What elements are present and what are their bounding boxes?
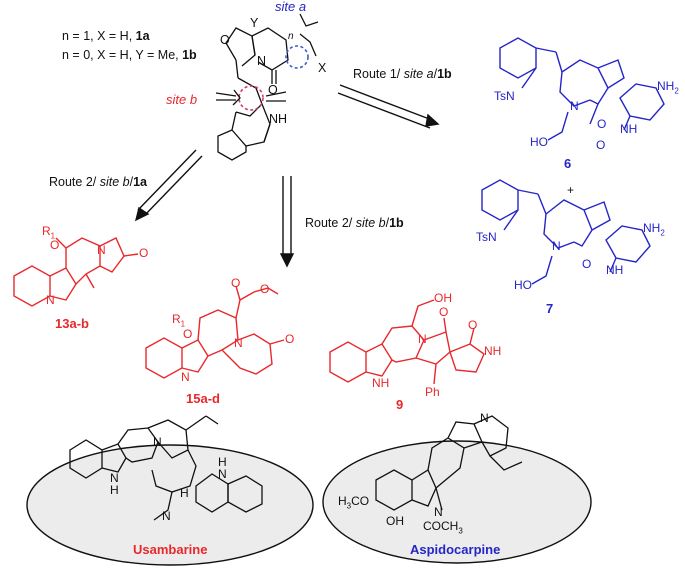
compound-label-1b: 1b <box>182 48 197 62</box>
c15-N-ring: N <box>234 336 243 350</box>
compound-13 <box>13 237 139 307</box>
usambarine-oval <box>26 444 314 566</box>
c7-N: N <box>552 239 561 253</box>
compound-9 <box>329 299 485 385</box>
condition-n0: n = 0, X = H, Y = Me, 1b <box>62 48 197 62</box>
atom-O-ring: O <box>220 33 230 47</box>
usam-H: H <box>180 486 189 500</box>
c13-O-carbonyl: O <box>139 246 149 260</box>
aspido-N-acyl: N <box>434 505 443 519</box>
route-2b-label: Route 2/ site b/1b <box>305 216 404 230</box>
compound-15-label: 15a-d <box>186 391 220 406</box>
usam-N-ring: N <box>153 435 162 449</box>
aspido-N-ring: N <box>480 411 489 425</box>
c15-O-ester1: O <box>231 276 241 290</box>
starting-material <box>217 13 319 161</box>
c9-OH: OH <box>434 291 452 305</box>
atom-n: n <box>288 31 294 42</box>
c7-TsN: TsN <box>476 230 497 244</box>
compound-label-1a: 1a <box>135 29 150 43</box>
site-a-label: site a <box>275 0 307 14</box>
c6-HO: HO <box>530 135 548 149</box>
c15-N-imine: N <box>181 370 190 384</box>
aspidocarpine-label: Aspidocarpine <box>410 542 501 557</box>
c9-NH-lactam: NH <box>484 344 502 358</box>
c9-O-carbonyl: O <box>439 305 449 319</box>
site-b-label: site b <box>166 92 198 107</box>
c15-O: O <box>183 327 193 341</box>
atom-N-start: N <box>257 54 267 68</box>
c13-N-imine: N <box>46 293 55 307</box>
c6-NH: NH <box>620 122 638 136</box>
c15-R1: R1 <box>172 312 186 329</box>
c7-NH2: NH2 <box>643 221 665 238</box>
c15-O-ester2: O <box>260 282 270 296</box>
compound-13-label: 13a-b <box>55 316 89 331</box>
usambarine-label: Usambarine <box>133 542 208 557</box>
aspido-OH: OH <box>386 514 404 528</box>
c6-TsN: TsN <box>494 89 515 103</box>
compound-9-label: 9 <box>396 397 404 412</box>
c6-O1: O <box>597 117 607 131</box>
compound-7-label: 7 <box>546 301 554 316</box>
aspido-H3CO: H3CO <box>338 494 370 511</box>
c13-N-ring: N <box>97 243 106 257</box>
atom-Y: Y <box>250 16 259 30</box>
aspido-COCH3: COCH3 <box>423 519 463 536</box>
atom-O-carbonyl: O <box>268 83 278 97</box>
c6-N: N <box>570 99 579 113</box>
atom-X: X <box>318 61 327 75</box>
route-2a-label: Route 2/ site b/1a <box>49 175 148 189</box>
c6-O2: O <box>596 138 606 152</box>
aspidocarpine-structure <box>375 415 523 511</box>
route-arrows <box>134 84 440 268</box>
c13-R1: R1 <box>42 224 56 241</box>
compound-15 <box>145 285 285 379</box>
site-b-circle <box>238 85 264 111</box>
c9-Ph: Ph <box>425 385 440 399</box>
site-a-circle <box>285 45 309 69</box>
compound-6 <box>499 37 665 141</box>
condition-n1: n = 1, X = H, 1a <box>62 29 150 43</box>
c7-HO: HO <box>514 278 532 292</box>
c7-O1: O <box>582 257 592 271</box>
plus-sign: + <box>567 183 575 197</box>
atom-NH-indole: NH <box>269 112 288 126</box>
c9-N-ring: N <box>418 332 427 346</box>
c7-NH: NH <box>606 263 624 277</box>
usam-N-methyl: N <box>162 509 171 523</box>
c9-NH-indole: NH <box>372 376 390 390</box>
c6-NH2: NH2 <box>657 79 679 96</box>
usambarine-structure <box>69 415 263 521</box>
c13-O: O <box>50 238 60 252</box>
compound-6-label: 6 <box>564 156 572 171</box>
route-1-label: Route 1/ site a/1b <box>353 67 452 81</box>
c9-O-lactam: O <box>468 318 478 332</box>
compound-7 <box>481 179 651 285</box>
c15-O-carbonyl: O <box>285 332 295 346</box>
